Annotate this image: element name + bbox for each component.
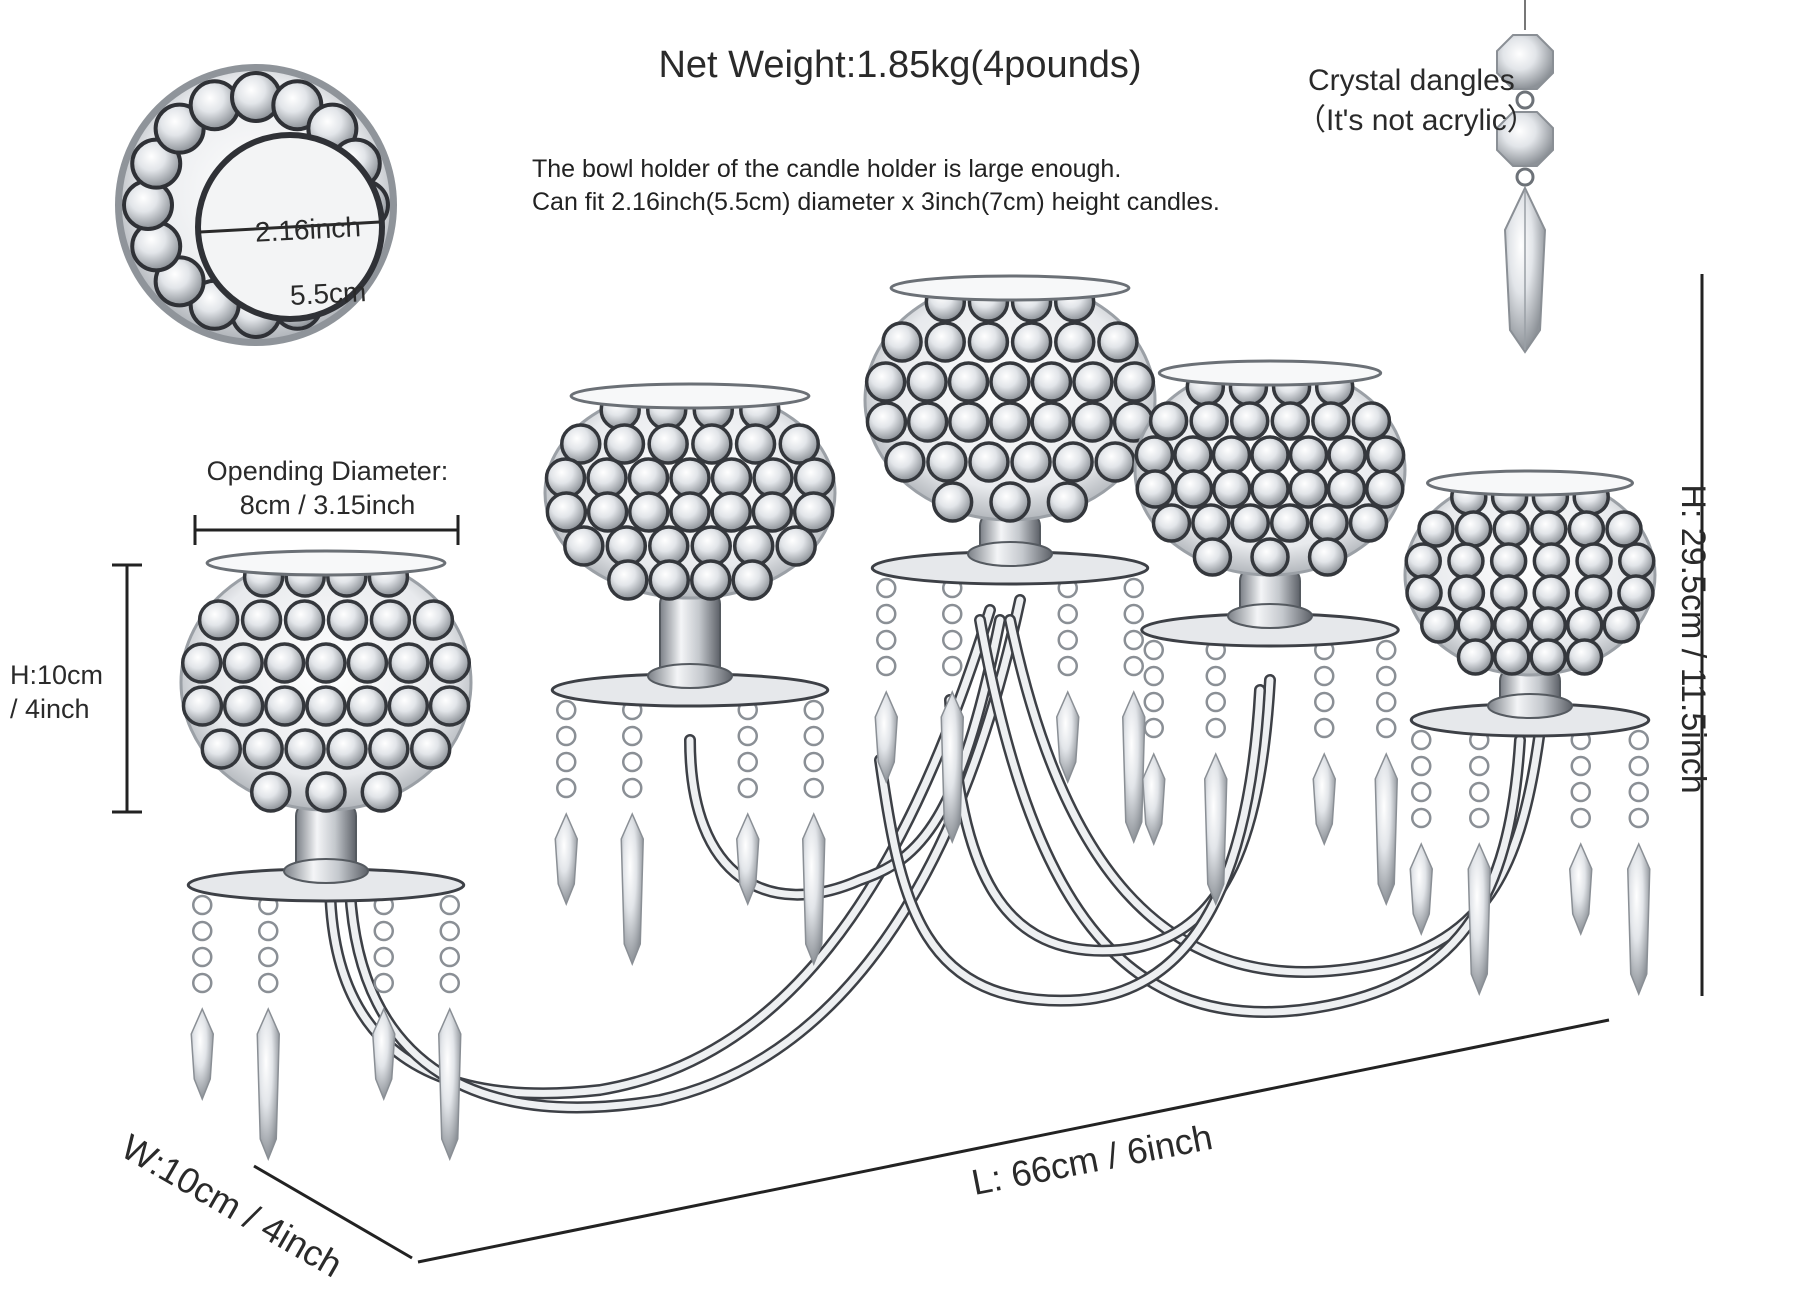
arm-band-highlight (876, 686, 1264, 1005)
candle-cups (179, 274, 1657, 1162)
candle-holder-arms (324, 594, 1546, 1114)
crystal-dangle-sample (1496, 0, 1554, 354)
candle-cup (179, 549, 473, 1162)
candle-cup (863, 274, 1157, 845)
total-height-label: H: 29.5cm / 11.5inch (1674, 484, 1712, 794)
arm-band-highlight (326, 606, 994, 1097)
inset-diameter-inch: 2.16inch (254, 211, 362, 248)
crystal-dangles-label: Crystal dangles (1308, 64, 1515, 97)
cup-height-label: H:10cm (10, 660, 104, 690)
cup-height-inch-label: / 4inch (10, 694, 90, 724)
arm-band-highlight (976, 616, 1524, 1016)
dimension-lines (112, 274, 1704, 1264)
crystal-not-acrylic-label: （It's not acrylic） (1296, 104, 1537, 137)
bowl-note-line1: The bowl holder of the candle holder is … (532, 155, 1122, 183)
arm-band-highlight (1006, 616, 1544, 976)
opening-diameter-label: Opending Diameter: (206, 456, 449, 486)
bowl-note-line2: Can fit 2.16inch(5.5cm) diameter x 3inch… (532, 188, 1220, 216)
bowl-inset-view (115, 64, 397, 346)
net-weight-title: Net Weight:1.85kg(4pounds) (658, 44, 1142, 86)
opening-diameter-value: 8cm / 3.15inch (239, 490, 416, 520)
inset-diameter-cm: 5.5cm (289, 276, 367, 311)
candle-cup (1403, 469, 1657, 997)
candle-cup (543, 382, 837, 967)
candle-cup (1133, 359, 1407, 907)
arm-band-highlight (946, 676, 1274, 955)
